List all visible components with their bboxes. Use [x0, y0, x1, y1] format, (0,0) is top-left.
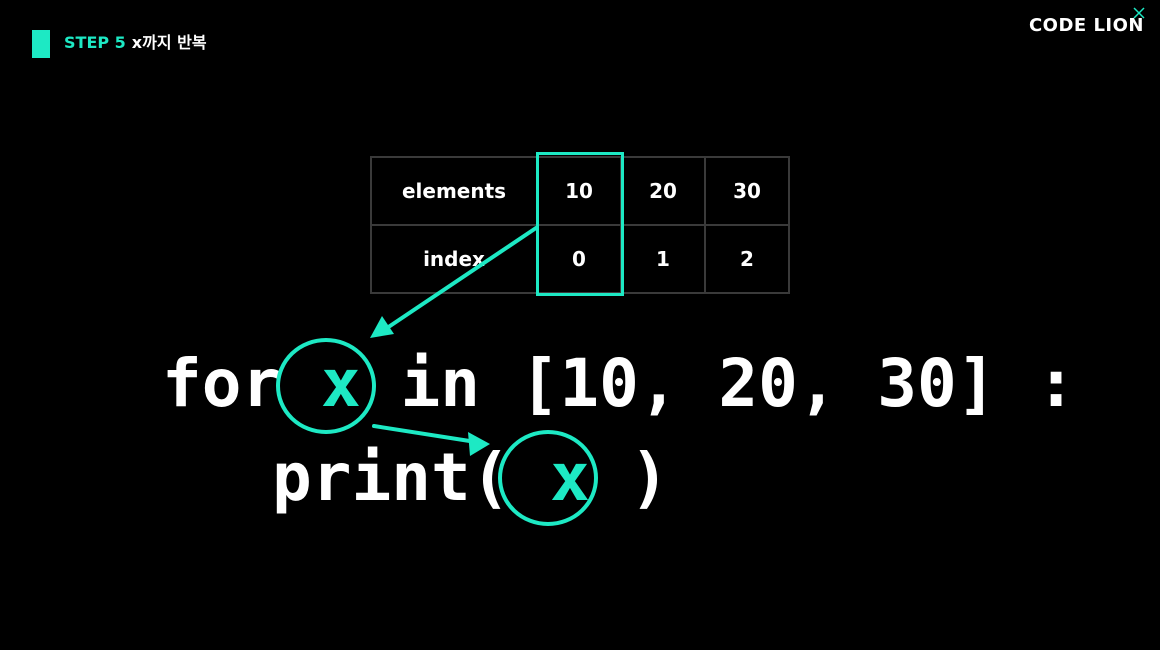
table-row: index 0 1 2 — [370, 224, 790, 294]
print-close-paren: ) — [629, 439, 670, 516]
step-heading: STEP 5 x까지 반복 — [64, 32, 207, 54]
code-line-for: for x in [10, 20, 30] : — [162, 344, 1076, 424]
table-cell: 30 — [704, 156, 790, 226]
step-title: x까지 반복 — [131, 33, 207, 52]
for-keyword: for — [162, 345, 282, 422]
step-number: STEP 5 — [64, 33, 126, 52]
table-cell: 2 — [704, 224, 790, 294]
table-cell: 20 — [620, 156, 706, 226]
table-cell: 1 — [620, 224, 706, 294]
table-cell: 10 — [536, 156, 622, 226]
table-cell: 0 — [536, 224, 622, 294]
code-line-print: print( x ) — [272, 438, 669, 518]
arrowhead-icon — [370, 316, 394, 338]
iterable-expression: in [10, 20, 30] : — [400, 345, 1076, 422]
row-label-elements: elements — [370, 156, 538, 226]
loop-variable: x — [320, 345, 361, 422]
close-icon — [1133, 7, 1145, 19]
table-row: elements 10 20 30 — [370, 156, 790, 226]
row-label-index: index — [370, 224, 538, 294]
print-variable: x — [550, 439, 590, 516]
step-marker — [32, 30, 50, 58]
brand-logo: CODE LION — [1028, 7, 1145, 40]
logo-text: CODE LION — [1028, 14, 1144, 36]
print-call: print( — [272, 439, 511, 516]
elements-index-table: elements 10 20 30 index 0 1 2 — [370, 156, 790, 294]
